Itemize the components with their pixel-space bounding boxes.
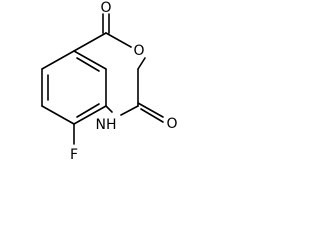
atom-labels: O O O NH F: [70, 0, 178, 163]
bond-c6-c7: [41, 105, 75, 125]
bond-c4a-c5: [41, 50, 75, 70]
nitrogen-label: NH: [96, 117, 117, 133]
bond-c4-o3: [105, 32, 132, 48]
bond-c2-o-right-b: [140, 108, 164, 123]
bond-c2-o-right-a: [137, 102, 164, 118]
fluorine-label: F: [70, 147, 78, 163]
oxygen-ring-label: O: [133, 43, 144, 59]
oxygen-right-label: O: [166, 116, 177, 132]
aromatic-inner-bond-2: [76, 103, 100, 118]
bond-n1-c8a: [105, 105, 113, 113]
bond-c2-n1: [120, 105, 139, 116]
aromatic-inner-bond-3: [76, 57, 100, 72]
bond-c7-c8: [73, 105, 107, 125]
oxazine-ring: [73, 32, 146, 116]
bond-o3-c2: [137, 57, 146, 70]
oxygen-top-label: O: [100, 0, 111, 16]
bond-c8a-c4a: [73, 50, 107, 70]
bond-c4a-c4: [73, 32, 107, 52]
benzene-ring: [41, 50, 107, 125]
carbonyl-bonds: [102, 13, 164, 123]
chemical-structure: O O O NH F: [41, 0, 178, 163]
